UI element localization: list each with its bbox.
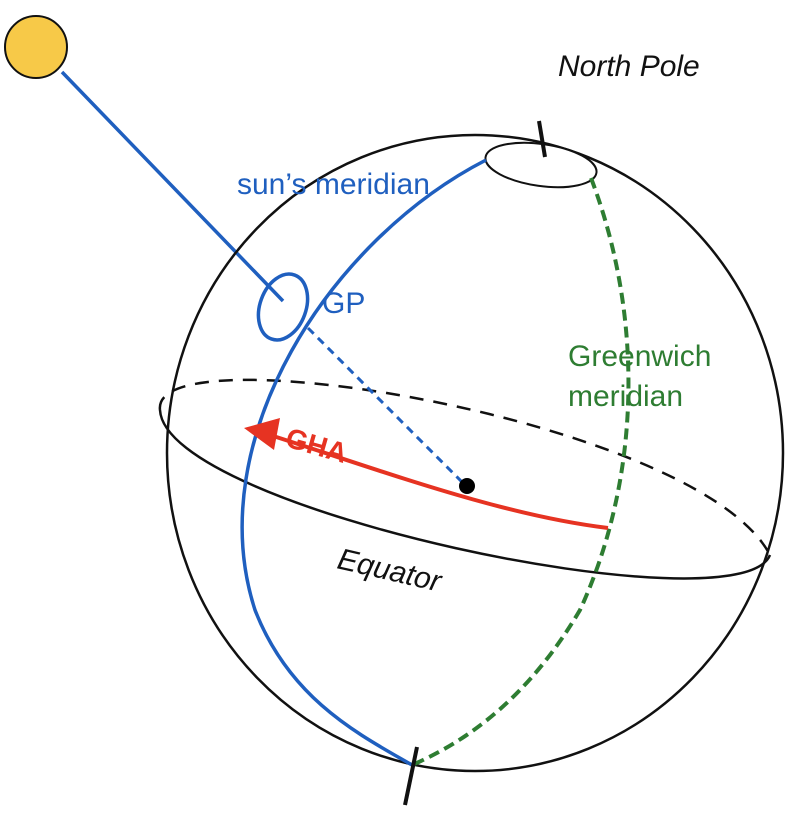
gp-label: GP bbox=[322, 287, 365, 320]
gp-to-center-line bbox=[306, 326, 466, 486]
gha-arrow-line bbox=[269, 433, 609, 530]
equator-label: Equator bbox=[334, 543, 445, 599]
gha-arrowhead-icon bbox=[244, 418, 280, 450]
greenwich-meridian-label-line2: meridian bbox=[568, 380, 683, 413]
north-pole-axis-tick bbox=[537, 120, 547, 158]
south-pole-axis-tick bbox=[403, 746, 419, 806]
greenwich-meridian-label-line1: Greenwich bbox=[568, 340, 711, 373]
earth-center-dot-icon bbox=[459, 478, 475, 494]
gha-label: GHA bbox=[282, 422, 350, 469]
equator-back-arc bbox=[158, 378, 772, 556]
greenwich-meridian-line bbox=[411, 177, 631, 767]
gp-ring bbox=[256, 272, 310, 342]
earth-sphere bbox=[165, 133, 785, 773]
equator-front-arc bbox=[158, 409, 772, 580]
suns-meridian-label: sun’s meridian bbox=[237, 168, 430, 201]
suns-meridian-line bbox=[240, 158, 487, 767]
north-pole-label: North Pole bbox=[558, 50, 700, 83]
sun-icon bbox=[4, 15, 68, 79]
sun-ray-line bbox=[60, 70, 285, 303]
